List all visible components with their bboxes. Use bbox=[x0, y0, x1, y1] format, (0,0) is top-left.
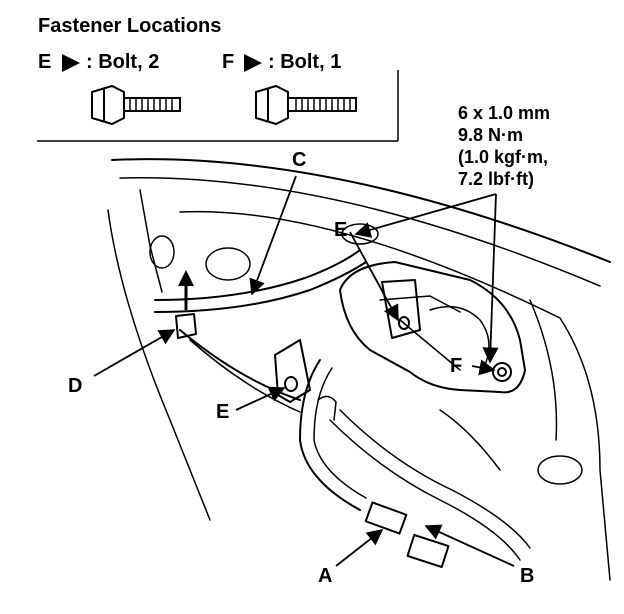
legend-e-triangle-icon bbox=[62, 54, 80, 72]
callout-e-lower: E bbox=[216, 401, 230, 423]
bolt-e-icon bbox=[91, 84, 181, 126]
leader-d bbox=[93, 329, 176, 377]
leader-f bbox=[471, 359, 496, 376]
legend-e-key: E bbox=[38, 51, 52, 73]
leader-spec-to-f bbox=[482, 193, 499, 364]
legend-box bbox=[37, 70, 399, 142]
engine-bay-illustration bbox=[107, 158, 611, 581]
callout-d: D bbox=[68, 375, 83, 397]
leader-a bbox=[335, 529, 384, 567]
callout-b: B bbox=[520, 565, 535, 587]
legend-e-text: : Bolt, 2 bbox=[86, 51, 160, 73]
spec-torque-lbfft: 7.2 lbf·ft) bbox=[458, 169, 534, 189]
legend-f-text: : Bolt, 1 bbox=[268, 51, 342, 73]
legend-f-key: F bbox=[222, 51, 235, 73]
up-arrow-icon bbox=[178, 270, 194, 310]
bolt-f-icon bbox=[255, 84, 357, 126]
leader-e-lower bbox=[235, 386, 286, 411]
spec-torque-kgfm: (1.0 kgf·m, bbox=[458, 147, 549, 167]
spec-torque-nm: 9.8 N·m bbox=[458, 125, 524, 145]
leader-spec-to-e bbox=[354, 193, 497, 238]
callout-a: A bbox=[318, 565, 333, 587]
legend-title: Fastener Locations bbox=[38, 15, 222, 37]
legend-f-triangle-icon bbox=[244, 54, 262, 72]
callout-c: C bbox=[292, 149, 307, 171]
leader-e-upper bbox=[349, 231, 399, 322]
spec-size: 6 x 1.0 mm bbox=[458, 103, 551, 123]
leader-lines bbox=[93, 175, 515, 567]
callout-f: F bbox=[450, 355, 463, 377]
leader-b bbox=[424, 524, 515, 567]
leader-c bbox=[249, 175, 297, 296]
callout-e-upper: E bbox=[334, 219, 348, 241]
